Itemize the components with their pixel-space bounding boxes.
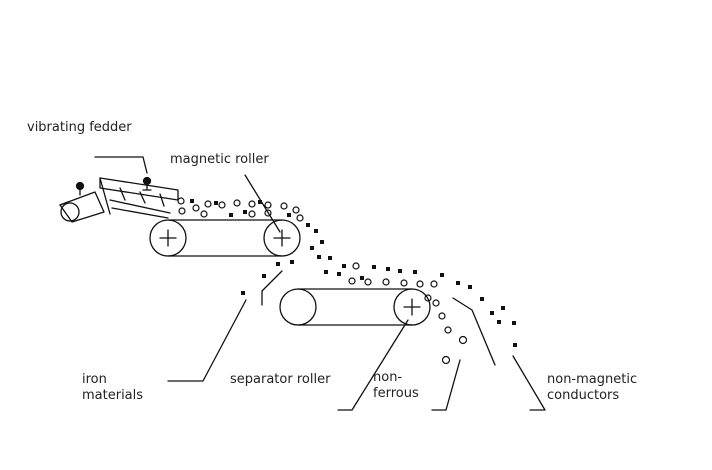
iron-materials-label-line-2: materials <box>82 388 144 403</box>
non-magnetic-conductors-label-line-1: non-magnetic <box>547 372 638 387</box>
feeder-leader-line <box>94 156 148 174</box>
vibrating-feeder <box>59 176 179 223</box>
separator-roller-label: separator roller <box>230 372 331 387</box>
non-ferrous-label-line-2: ferrous <box>373 386 419 401</box>
non-magnetic-conductors-label: non-magnetic conductors <box>547 372 637 404</box>
non-ferrous-leader-line <box>431 359 461 411</box>
non-ferrous-particles <box>177 197 468 365</box>
upper-conveyor <box>149 219 301 257</box>
separator-roller-leader-line <box>337 319 409 411</box>
non-magnetic-leader-line <box>512 355 546 411</box>
non-magnetic-conductors-label-line-2: conductors <box>547 388 620 403</box>
lower-conveyor <box>279 288 431 326</box>
non-ferrous-label-line-1: non- <box>373 370 403 385</box>
iron-leader-line <box>167 299 247 382</box>
magnetic-roller-leader-line <box>244 174 281 233</box>
non-ferrous-label: non- ferrous <box>373 370 419 402</box>
vibrating-feeder-label: vibrating fedder <box>27 120 132 135</box>
small-particles <box>190 199 517 347</box>
iron-materials-label: iron materials <box>82 372 143 404</box>
magnetic-roller-label: magnetic roller <box>170 152 269 167</box>
iron-materials-label-line-1: iron <box>82 372 107 387</box>
middle-splitter <box>261 270 283 306</box>
right-splitter <box>452 297 496 366</box>
